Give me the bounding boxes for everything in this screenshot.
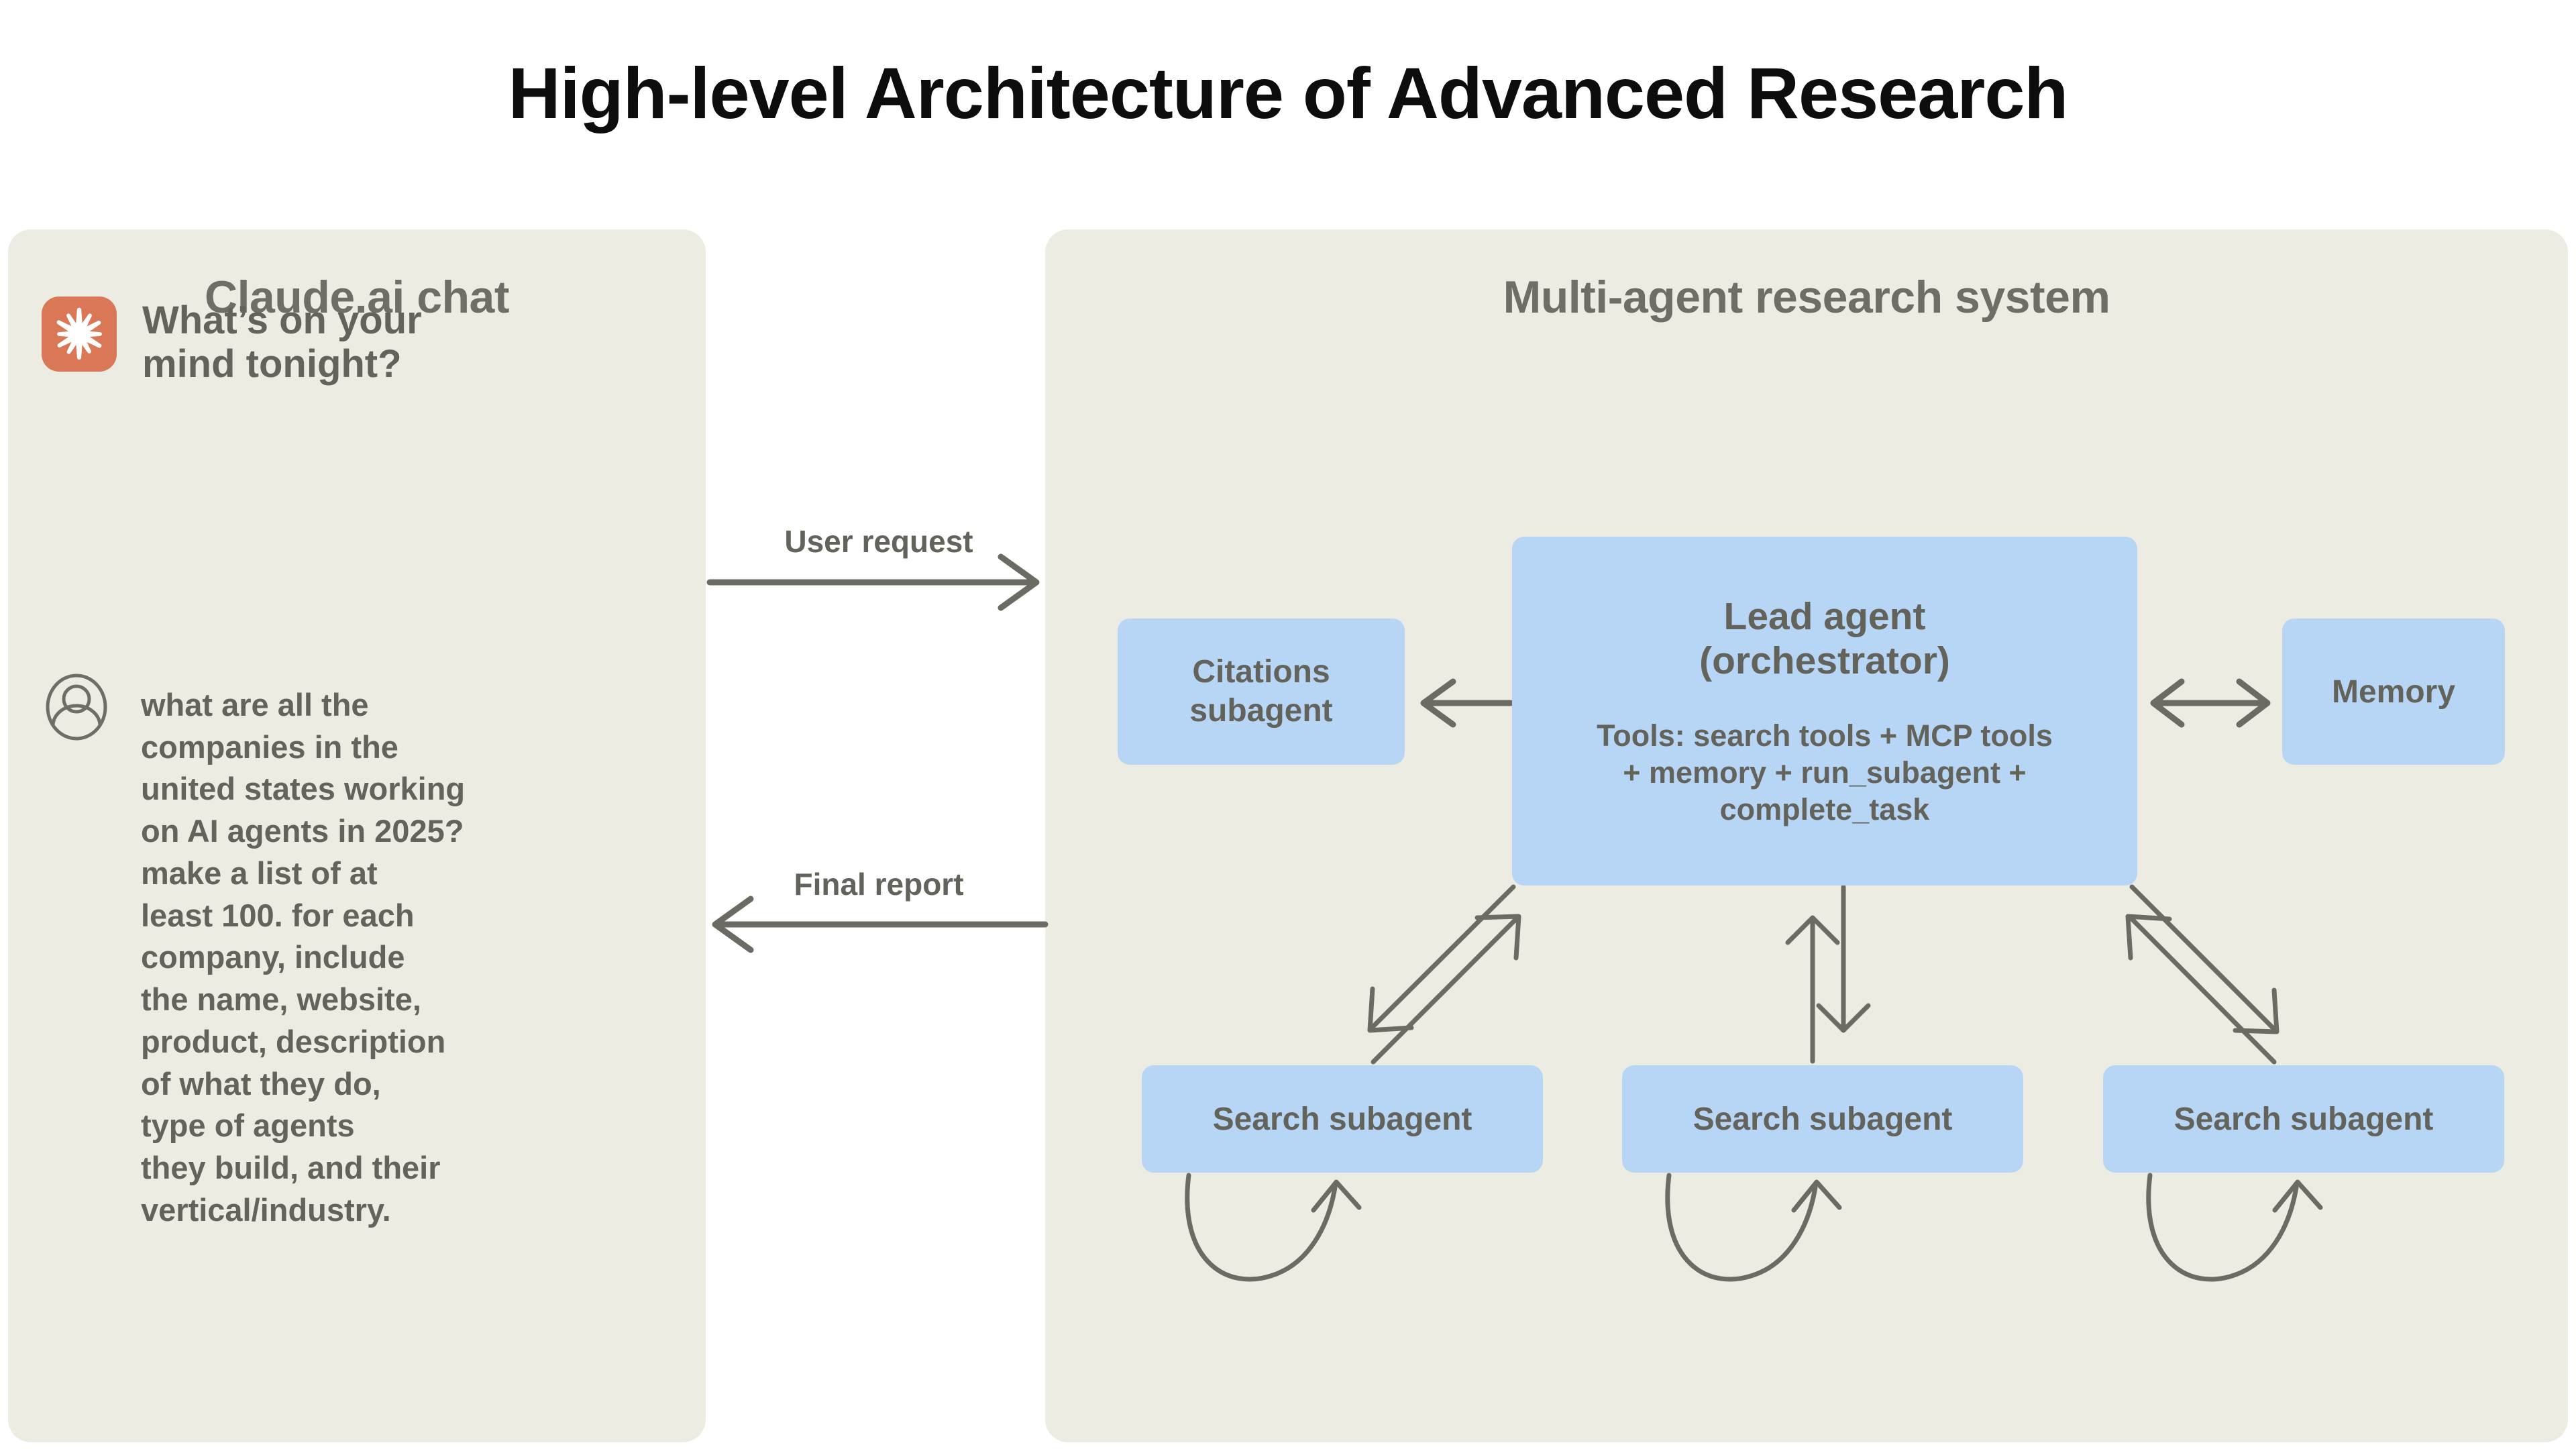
- user-message-row: what are all the companies in the united…: [42, 672, 465, 1232]
- claude-starburst-icon: [42, 297, 117, 372]
- claude-chat-panel: Claude.ai chat: [8, 229, 706, 1442]
- node-search-subagent-2[interactable]: Search subagent: [1622, 1065, 2023, 1173]
- flow-label-user-request: User request: [784, 524, 973, 559]
- arrow-final-report: [712, 896, 1049, 953]
- user-message-text: what are all the companies in the united…: [141, 687, 466, 1228]
- chat-panel-heading: Claude.ai chat: [204, 272, 510, 323]
- flow-label-final-report: Final report: [794, 867, 964, 902]
- page-title: High-level Architecture of Advanced Rese…: [508, 52, 2069, 133]
- node-memory[interactable]: Memory: [2282, 619, 2505, 765]
- greeting-text: What’s on your mind tonight?: [142, 299, 422, 386]
- user-avatar-icon: [42, 672, 111, 742]
- node-citations-subagent[interactable]: Citations subagent: [1118, 619, 1405, 765]
- node-search-subagent-1[interactable]: Search subagent: [1142, 1065, 1543, 1173]
- claude-greeting-row: What’s on your mind tonight?: [42, 297, 422, 386]
- node-lead-agent[interactable]: Lead agent (orchestrator) Tools: search …: [1512, 537, 2137, 885]
- arrow-user-request: [706, 553, 1040, 611]
- system-panel-heading: Multi-agent research system: [1503, 272, 2110, 323]
- node-search-subagent-3[interactable]: Search subagent: [2103, 1065, 2504, 1173]
- lead-agent-tools: Tools: search tools + MCP tools + memory…: [1597, 718, 2053, 826]
- lead-agent-title: Lead agent (orchestrator): [1699, 594, 1950, 682]
